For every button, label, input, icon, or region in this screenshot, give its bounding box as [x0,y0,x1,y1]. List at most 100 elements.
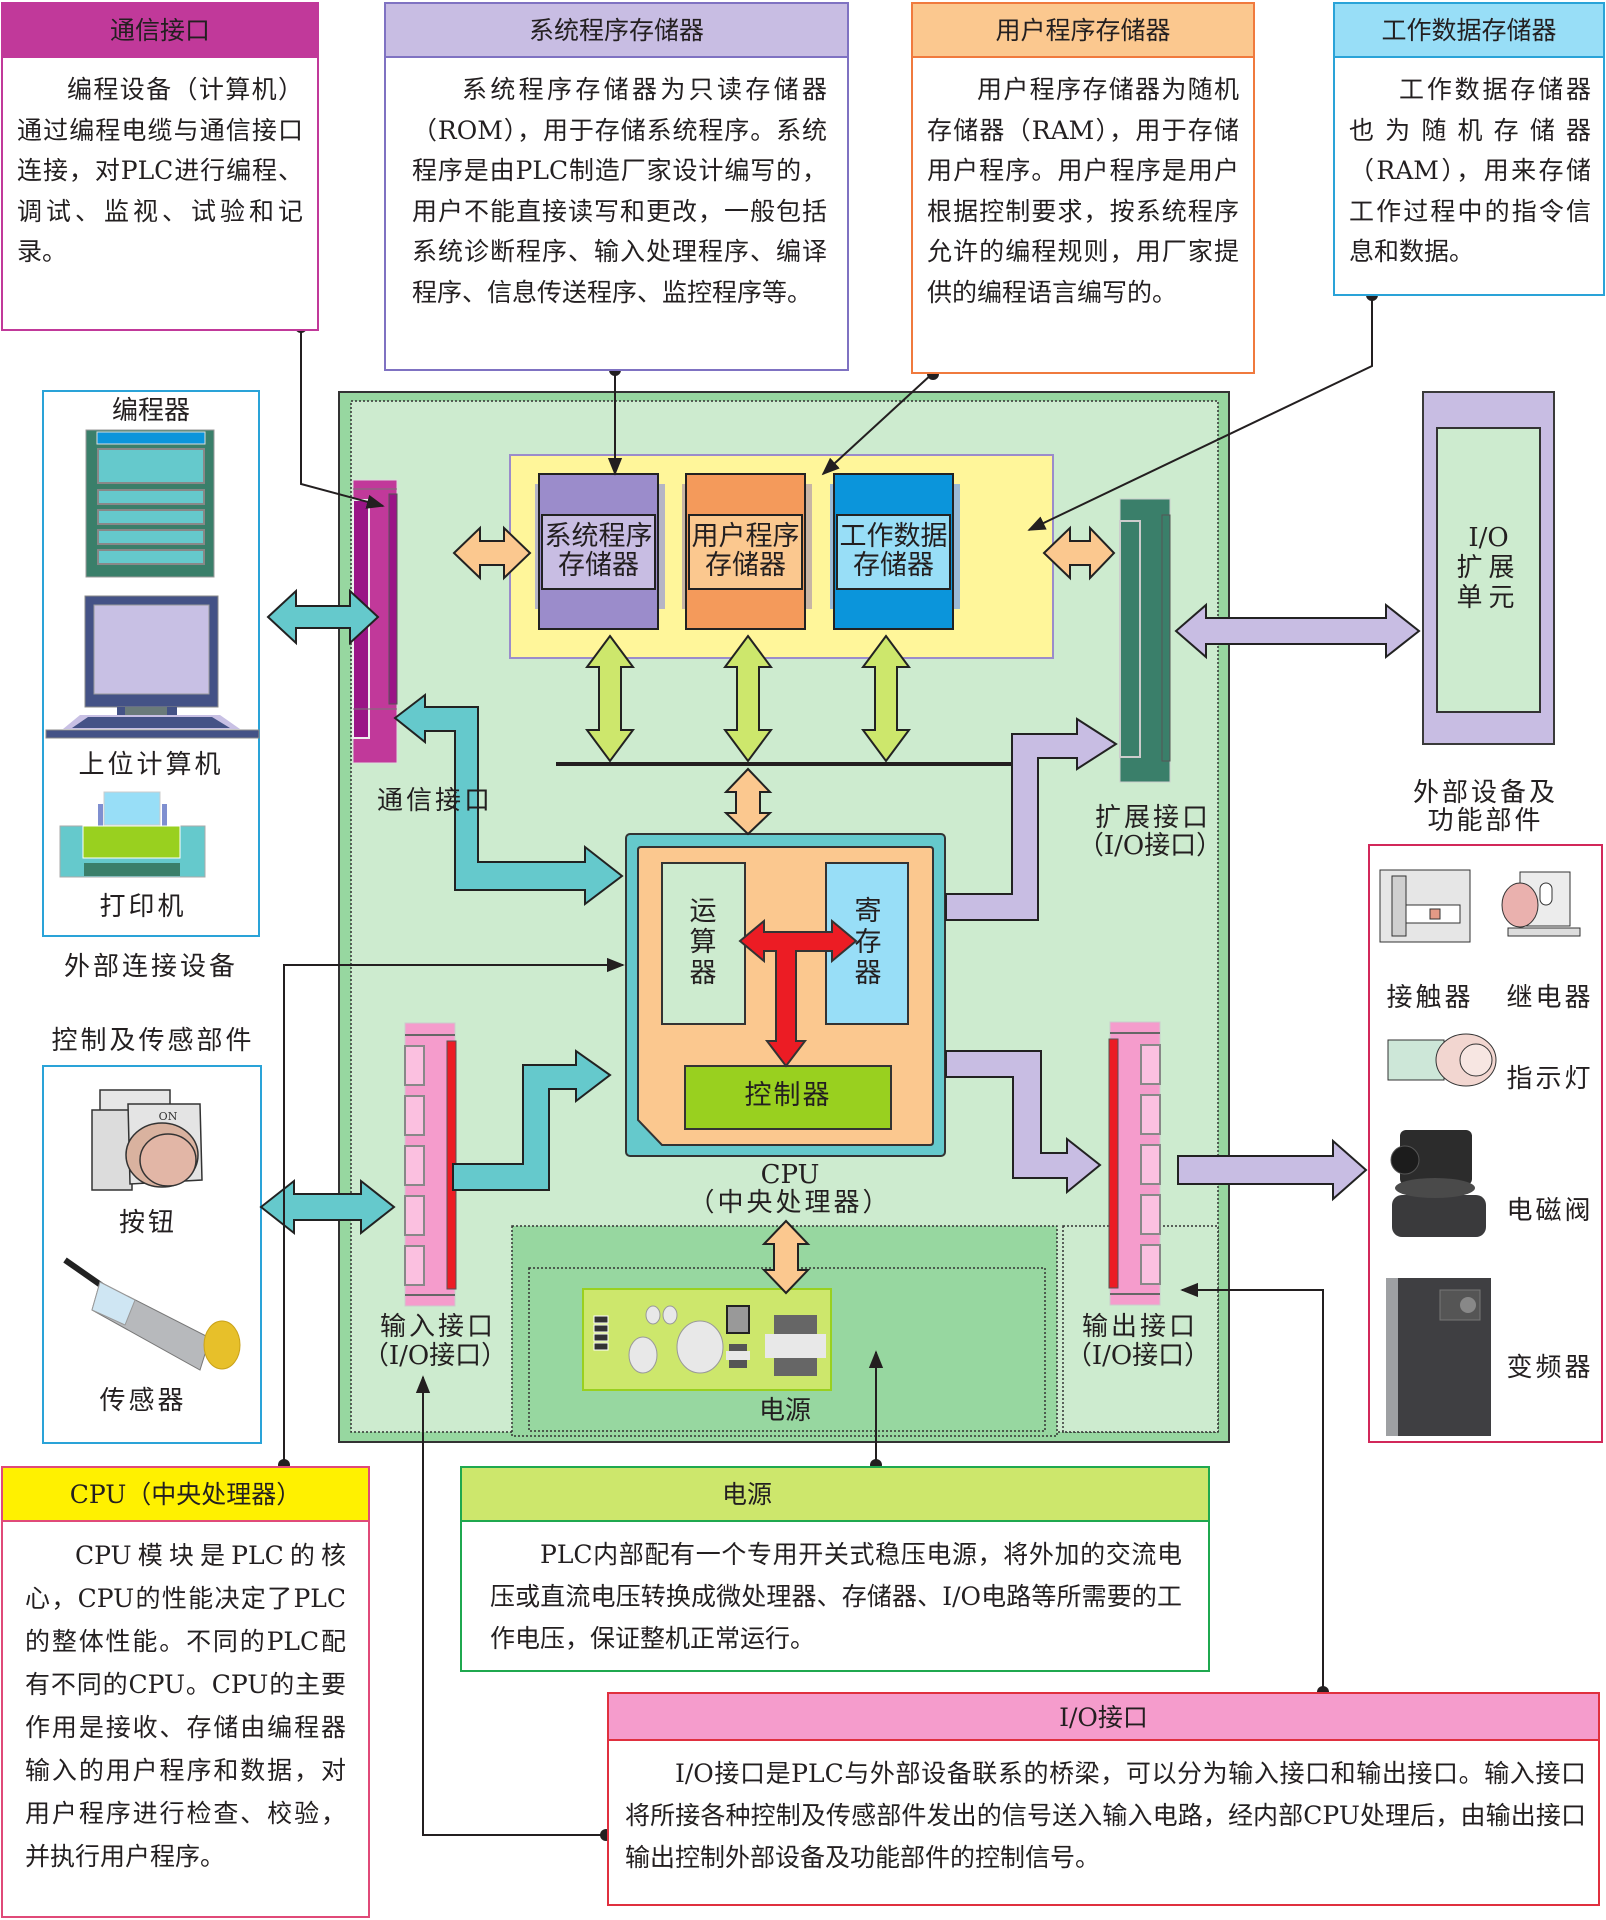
io-ext-unit-label-3: 单元 [1456,583,1521,613]
callout-system-memory: 系统程序存储器 系统程序存储器为只读存储器（ROM），用于存储系统程序。系统程序… [384,2,849,371]
bus-cpu-arrow [723,767,773,836]
leader-comm [300,327,385,509]
bus-arrow-user [723,634,773,763]
comm-interface-label: 通信接口 [376,786,493,816]
leader-cpu [283,957,625,1465]
output-interface-label-2: （I/O接口） [1065,1341,1211,1371]
cpu-label-2: （中央处理器） [688,1188,892,1218]
push-button-icon: ON [91,1089,203,1191]
leader-user-memory [821,372,934,476]
bus-arrow-data [861,634,911,763]
callout-body: PLC内部配有一个专用开关式稳压电源，将外加的交流电压或直流电压转换成微处理器、… [490,1540,1182,1653]
input-interface-connector [404,1022,457,1307]
cpu-label-1: CPU [760,1160,820,1190]
expansion-unit-arrow [1174,602,1421,660]
computer-icon [45,595,260,739]
leader-io-output [1180,1282,1324,1692]
programmer-label: 编程器 [111,396,190,426]
callout-body: CPU模块是PLC的核心，CPU的性能决定了PLC的整体性能。不同的PLC配有不… [25,1541,346,1871]
cpu-expansion-arrow [945,717,1118,921]
output-devices-arrow [1177,1138,1368,1202]
system-memory-label-2: 存储器 [558,550,639,581]
callout-title: CPU（中央处理器） [3,1468,368,1522]
inverter-icon [1386,1278,1491,1436]
indicator-light-label: 指示灯 [1506,1064,1594,1094]
callout-title: 电源 [462,1468,1208,1522]
power-cpu-arrow [761,1219,811,1295]
computer-label: 上位计算机 [78,750,224,780]
input-cpu-arrow [452,1049,612,1191]
power-board-icon [582,1288,832,1391]
programmer-icon [85,429,215,578]
system-memory-chip [535,473,665,630]
cpu-output-arrow [945,1050,1102,1195]
solenoid-valve-label: 电磁阀 [1506,1196,1594,1226]
data-memory-label-1: 工作数据 [839,521,948,552]
control-sensor-caption: 控制及传感部件 [51,1026,255,1056]
callout-io-interface: I/O接口 I/O接口是PLC与外部设备联系的桥梁，可以分为输入接口和输出接口。… [607,1692,1600,1906]
callout-title: 工作数据存储器 [1335,4,1603,58]
callout-body: I/O接口是PLC与外部设备联系的桥梁，可以分为输入接口和输出接口。输入接口将所… [625,1759,1586,1872]
callout-body: 系统程序存储器为只读存储器（ROM），用于存储系统程序。系统程序是由PLC制造厂… [412,75,827,307]
external-devices-caption-2: 功能部件 [1427,806,1544,836]
callout-data-memory: 工作数据存储器 工作数据存储器也为随机存储器（RAM），用来存储工作过程中的指令… [1333,2,1605,296]
user-memory-chip [682,473,812,630]
indicator-light-icon [1387,1033,1497,1087]
user-memory-label-2: 存储器 [705,550,786,581]
system-memory-label-1: 系统程序 [544,521,653,552]
bus-arrow-system [585,634,635,763]
callout-body: 工作数据存储器也为随机存储器（RAM），用来存储工作过程中的指令信息和数据。 [1349,75,1591,266]
memory-expansion-arrow [1042,525,1116,581]
control-input-arrow [259,1178,396,1236]
button-label: 按钮 [118,1208,177,1238]
power-label: 电源 [758,1396,811,1426]
controller-block [684,1065,892,1130]
inverter-label: 变频器 [1506,1353,1594,1383]
expansion-interface-connector [1119,498,1171,783]
leader-io-input [415,1375,606,1836]
external-connect-caption: 外部连接设备 [63,952,238,982]
io-ext-unit-label-1: I/O [1468,523,1509,553]
input-interface-label-2: （I/O接口） [362,1341,508,1371]
contactor-label: 接触器 [1386,983,1474,1013]
callout-cpu: CPU（中央处理器） CPU模块是PLC的核心，CPU的性能决定了PLC的整体性… [1,1466,370,1918]
data-memory-label-2: 存储器 [853,550,934,581]
alu-block [661,862,746,1025]
data-memory-chip [830,473,960,630]
callout-comm-interface: 通信接口 编程设备（计算机）通过编程电缆与通信接口连接，对PLC进行编程、调试、… [1,2,319,331]
solenoid-valve-icon [1390,1130,1486,1237]
callout-title: 系统程序存储器 [386,4,847,58]
output-interface-label-1: 输出接口 [1081,1312,1198,1342]
cpu-internal-arrow [738,918,858,1068]
printer-icon [59,791,206,878]
expansion-interface-label-2: （I/O接口） [1077,831,1223,861]
callout-power: 电源 PLC内部配有一个专用开关式稳压电源，将外加的交流电压或直流电压转换成微处… [460,1466,1210,1672]
leader-data-memory [1027,295,1373,531]
external-devices-caption-1: 外部设备及 [1412,778,1558,808]
expansion-interface-label-1: 扩展接口 [1094,803,1211,833]
callout-title: I/O接口 [609,1694,1598,1741]
comm-cpu-arrow [393,692,624,907]
io-expansion-unit-inner [1436,427,1541,713]
comm-memory-arrow [452,525,532,581]
button-on-marking: ON [159,1110,178,1123]
relay-label: 继电器 [1506,983,1594,1013]
callout-body: 用户程序存储器为随机存储器（RAM），用于存储用户程序。用户程序是用户根据控制要… [927,75,1239,307]
user-memory-label-1: 用户程序 [691,521,800,552]
input-interface-label-1: 输入接口 [379,1312,496,1342]
output-interface-connector [1108,1021,1161,1306]
alu-label: 运算器 [689,896,717,989]
register-label: 寄存器 [854,896,882,989]
io-ext-unit-label-2: 扩展 [1456,553,1521,583]
sensor-icon [63,1257,241,1371]
relay-icon [1501,871,1581,937]
callout-body: 编程设备（计算机）通过编程电缆与通信接口连接，对PLC进行编程、调试、监视、试验… [17,75,303,266]
external-comm-arrow [266,588,380,646]
controller-label: 控制器 [744,1080,832,1111]
cpu-block [625,833,946,1157]
contactor-icon [1379,869,1471,943]
printer-label: 打印机 [99,892,187,922]
callout-title: 通信接口 [3,4,317,58]
callout-title: 用户程序存储器 [913,4,1253,58]
